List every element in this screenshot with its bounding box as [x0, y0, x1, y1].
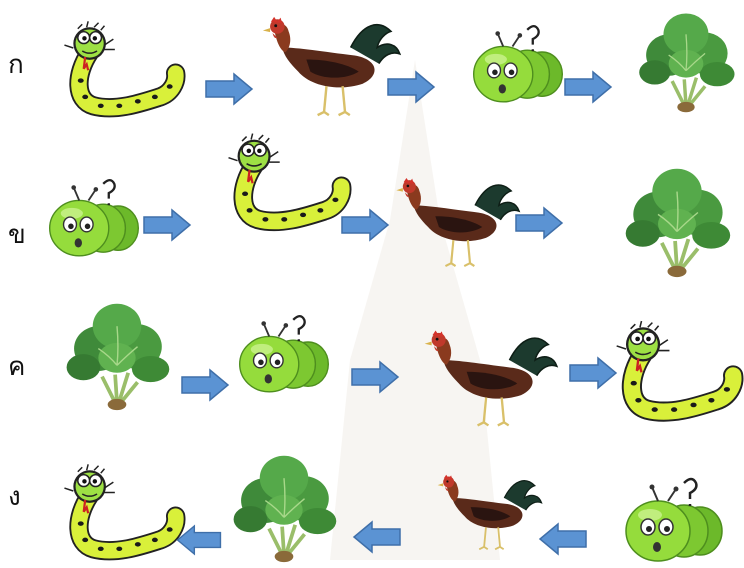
- vegetable-icon: [620, 164, 734, 280]
- arrow-left-icon: [176, 526, 222, 554]
- arrow-right-icon: [386, 72, 436, 102]
- rooster-icon: [258, 12, 403, 120]
- arrow-right-icon: [204, 74, 254, 104]
- row-label-d: ง: [8, 476, 21, 517]
- arrow-right-icon: [568, 358, 618, 388]
- caterpillar-icon: [46, 174, 142, 262]
- snake-icon: [224, 124, 352, 238]
- arrow-right-icon: [514, 208, 564, 238]
- row-label-c: ค: [8, 346, 25, 387]
- caterpillar-icon: [470, 20, 566, 108]
- arrow-right-icon: [340, 210, 390, 240]
- caterpillar-icon: [622, 474, 726, 566]
- row-label-b: ข: [8, 214, 26, 255]
- row-label-a: ก: [8, 44, 24, 85]
- arrow-right-icon: [350, 362, 400, 392]
- snake-icon: [60, 12, 186, 124]
- rooster-icon: [434, 466, 544, 558]
- rooster-icon: [392, 170, 522, 274]
- arrow-right-icon: [180, 370, 230, 400]
- snake-icon: [60, 456, 186, 566]
- arrow-left-icon: [352, 522, 402, 552]
- rooster-icon: [420, 326, 560, 430]
- vegetable-icon: [634, 8, 738, 116]
- vegetable-icon: [60, 300, 174, 412]
- arrow-right-icon: [142, 210, 192, 240]
- caterpillar-icon: [236, 310, 332, 398]
- arrow-right-icon: [563, 72, 613, 102]
- vegetable-icon: [228, 452, 340, 564]
- snake-icon: [612, 310, 744, 430]
- arrow-left-icon: [538, 524, 588, 554]
